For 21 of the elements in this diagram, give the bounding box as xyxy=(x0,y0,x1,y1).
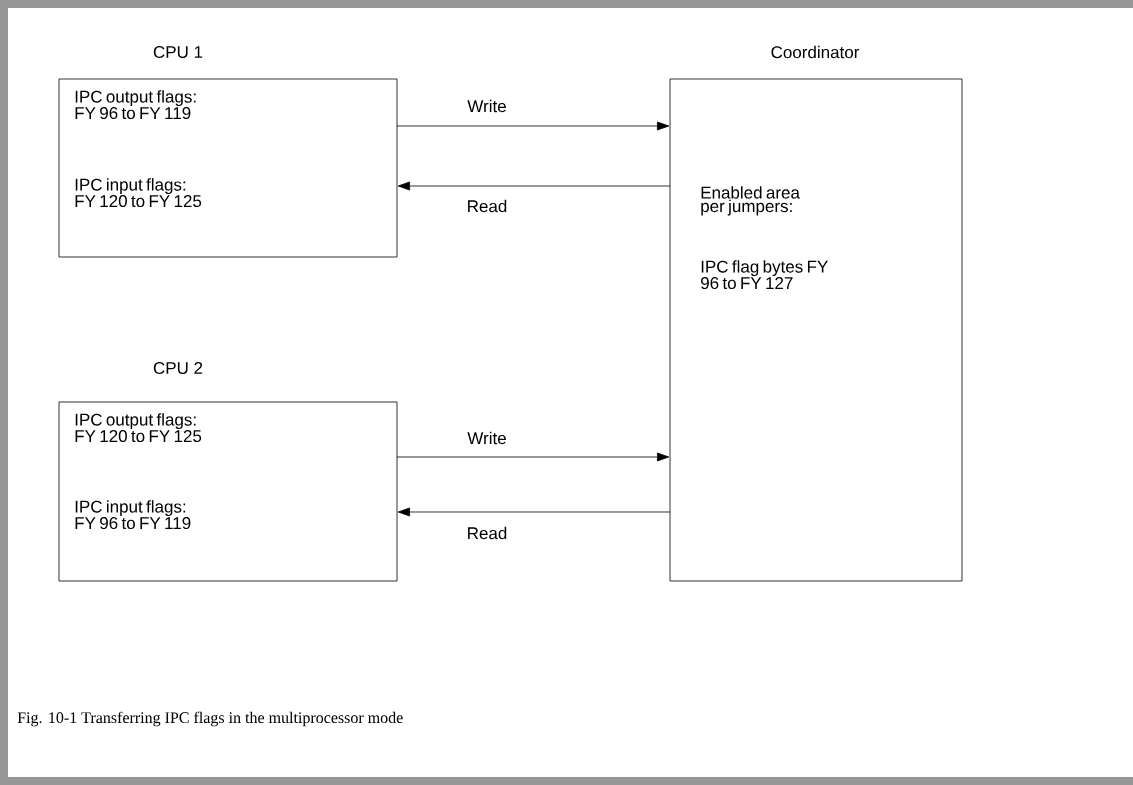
arrow xyxy=(397,507,671,517)
box-heading: Coordinator xyxy=(771,45,860,59)
box-heading: CPU 1 xyxy=(153,45,203,58)
arrow xyxy=(396,121,670,131)
edge-label: Read xyxy=(465,198,509,214)
box-text: IPC flag bytes FY 96 to FY 127 xyxy=(701,260,828,290)
box-text: IPC input flags: FY 96 to FY 119 xyxy=(75,500,191,530)
figure-caption: Fig. 10-1 Transferring IPC flags in the multiprocessor mode xyxy=(17,711,403,727)
arrow xyxy=(396,452,670,462)
box-text: IPC output flags: FY 120 to FY 125 xyxy=(75,413,202,443)
edge-label: Read xyxy=(465,525,509,541)
box-heading: CPU 2 xyxy=(153,362,203,374)
edge-label: Write xyxy=(466,98,508,114)
arrow xyxy=(397,181,671,191)
process-box xyxy=(669,78,963,582)
box-text: IPC input flags: FY 120 to FY 125 xyxy=(75,178,202,208)
process-box xyxy=(58,78,398,258)
edge-label: Write xyxy=(466,430,508,446)
box-text: IPC output flags: FY 96 to FY 119 xyxy=(75,90,196,120)
box-text: Enabled area per jumpers: xyxy=(701,186,800,216)
process-box xyxy=(58,401,398,582)
